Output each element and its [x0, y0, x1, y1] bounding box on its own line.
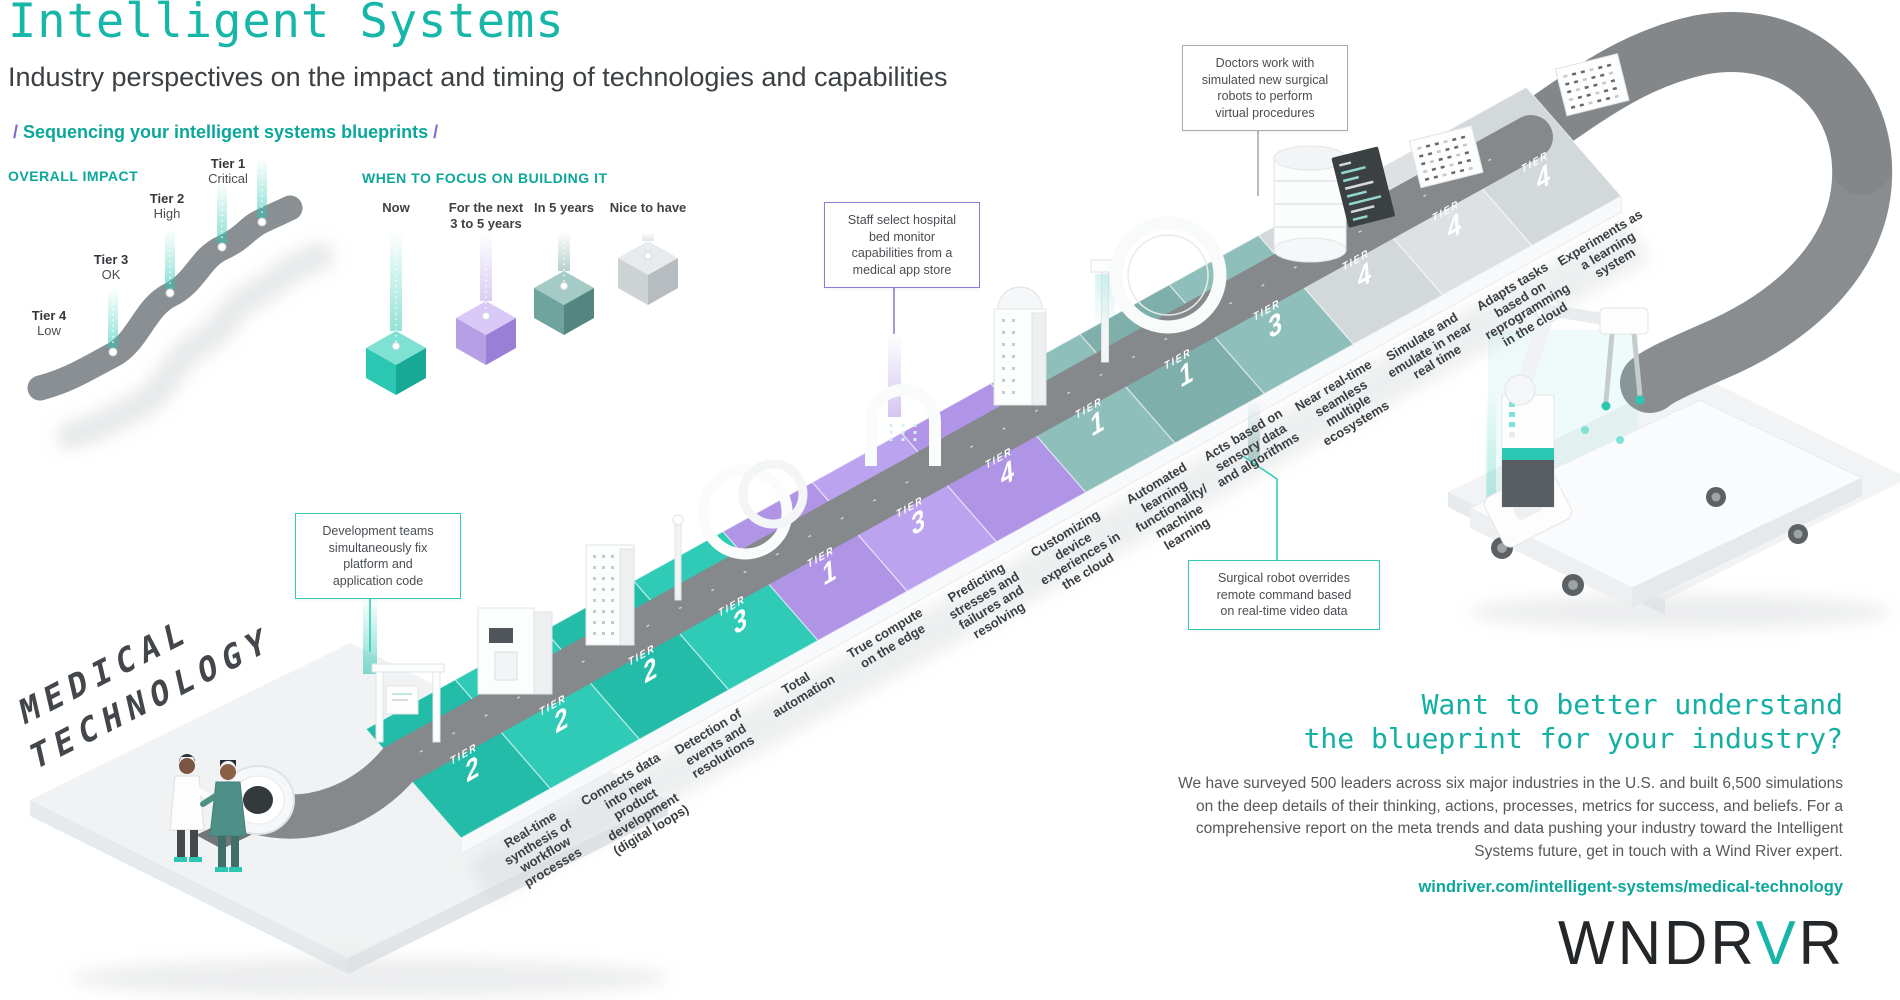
cta-heading: Want to better understand the blueprint … [1303, 688, 1843, 756]
sensor-target-glow [1248, 400, 1260, 460]
tower-machine [585, 544, 635, 646]
callout-3: Doctors work with simulated new surgical… [1182, 45, 1348, 131]
impact-tier-name: Tier 1 [210, 156, 246, 171]
slash-right: / [433, 122, 439, 142]
cta-link[interactable]: windriver.com/intelligent-systems/medica… [1418, 878, 1843, 897]
callout-2: Staff select hospital bed monitor capabi… [824, 202, 980, 288]
section-label-text: Sequencing your intelligent systems blue… [23, 122, 429, 142]
focus-legend-title: WHEN TO FOCUS ON BUILDING IT [362, 170, 608, 186]
matrix-machine [1408, 125, 1484, 189]
logo-letter: R [1798, 907, 1845, 978]
callout-1: Development teams simultaneously fix pla… [295, 513, 461, 599]
left-floor-shadow [70, 958, 670, 998]
impact-beam [217, 183, 227, 243]
callout-4: Surgical robot overrides remote command … [1188, 560, 1380, 630]
logo-accent-letter: V [1755, 907, 1799, 978]
impact-marker-dot [108, 347, 118, 357]
bigring-machine [1109, 216, 1227, 334]
logo-letter: W [1558, 907, 1618, 978]
impact-beam [165, 229, 175, 289]
doctor-figure [169, 754, 216, 862]
section-label: /Sequencing your intelligent systems blu… [8, 122, 443, 143]
right-floor-shadow [1470, 594, 1890, 630]
logo-letter: N [1617, 907, 1665, 978]
robot-arm [1504, 297, 1649, 444]
impact-beam [257, 158, 267, 218]
cta-body: We have surveyed 500 leaders across six … [1178, 775, 1843, 860]
impact-marker-dot [257, 217, 267, 227]
rings-machine [697, 459, 808, 560]
focus-item-1: Now [382, 200, 410, 215]
focus-cube-nice [618, 232, 678, 305]
matrix-machine [1554, 53, 1630, 117]
cta-block: Want to better understand the blueprint … [1113, 688, 1843, 897]
strip-shadow [467, 220, 1651, 903]
focus-item-2: For the next 3 to 5 years [448, 200, 524, 231]
gantry-machine [371, 663, 445, 743]
logo-letter: D [1664, 907, 1711, 978]
page-title: Intelligent Systems [8, 0, 565, 49]
staff-target-glow [888, 333, 901, 417]
windriver-logo: WNDRVR [1558, 907, 1845, 979]
slash-left: / [13, 122, 19, 142]
cyl-machine [1273, 145, 1347, 263]
impact-legend-title: OVERALL IMPACT [8, 168, 139, 184]
focus-cube-next [456, 232, 516, 365]
callout-connector-4 [1242, 455, 1278, 561]
focus-item-3: In 5 years [534, 200, 594, 215]
pole-machine [672, 514, 684, 601]
loop-belt-shade [1460, 12, 1892, 195]
arch-machine [865, 384, 941, 466]
dome-machine [993, 286, 1047, 406]
focus-cube-now [366, 232, 426, 395]
impact-tier-name: Tier 2 [149, 191, 185, 206]
codescreen-machine [1331, 146, 1395, 228]
impact-tier-name: Tier 4 [31, 308, 67, 323]
box-machine [477, 607, 553, 695]
impact-tier-name: Tier 3 [93, 252, 129, 267]
left-floor-edge [30, 800, 348, 974]
page-subtitle: Industry perspectives on the impact and … [8, 62, 948, 92]
impact-ramp-shadow [56, 242, 334, 450]
surgical-robot-cart [1468, 330, 1864, 608]
impact-marker-dot [165, 288, 175, 298]
impact-beam [108, 288, 118, 348]
logo-letter: R [1710, 907, 1756, 978]
impact-marker-dot [217, 242, 227, 252]
focus-cube-in5 [534, 232, 594, 335]
nurse-figure [200, 760, 247, 872]
focus-item-4: Nice to have [609, 200, 687, 215]
